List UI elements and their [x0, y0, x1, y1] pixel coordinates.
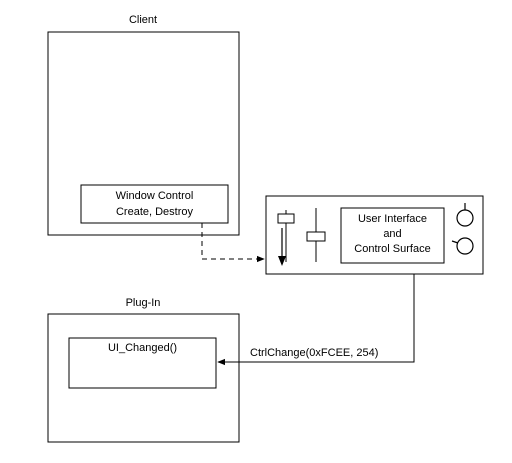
knob-icon-bottom — [451, 237, 474, 255]
slider-control-1 — [277, 210, 295, 266]
user-interface-box — [340, 207, 445, 264]
user-interface-label-line1: User Interface — [357, 213, 428, 225]
knob-icon-top — [456, 203, 474, 227]
ui-changed-label: UI_Changed() — [107, 342, 178, 354]
dashed-connector-arrow — [201, 223, 265, 263]
ctrlchange-message-label: CtrlChange(0xFCEE, 254) — [250, 347, 379, 359]
window-control-label-line1: Window Control — [115, 190, 194, 202]
user-interface-label-line2: and — [383, 228, 402, 240]
ui-changed-box — [68, 337, 217, 389]
window-control-box — [80, 184, 229, 224]
window-control-label-line2: Create, Destroy — [115, 206, 194, 218]
user-interface-label-line3: Control Surface — [354, 243, 431, 255]
plugin-box — [47, 313, 240, 443]
client-title: Client — [128, 14, 158, 26]
slider-control-2 — [306, 208, 326, 262]
ui-panel-box — [265, 195, 484, 275]
plugin-title: Plug-In — [125, 297, 161, 309]
client-box — [47, 31, 240, 236]
ctrlchange-connector-arrow — [217, 274, 415, 366]
